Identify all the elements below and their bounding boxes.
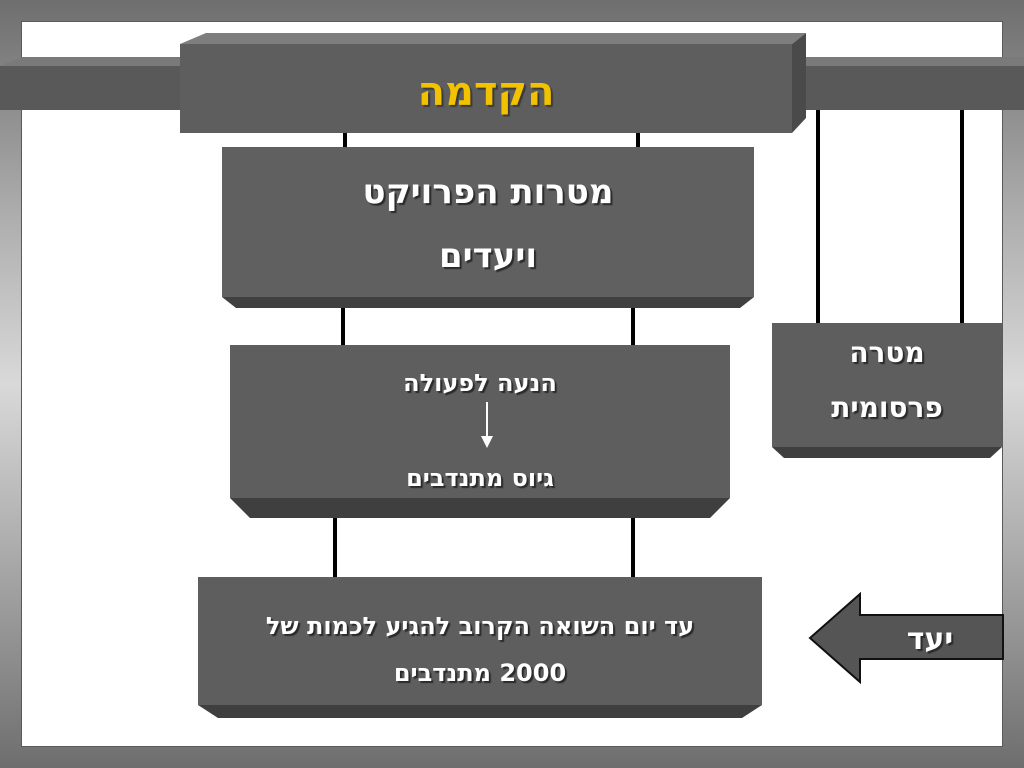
pr-goal-line-2: פרסומית bbox=[831, 391, 943, 424]
target-line-2: 2000 מתנדבים bbox=[393, 659, 567, 687]
goals-box bbox=[222, 147, 754, 308]
yaad-arrow-label: יעד bbox=[906, 622, 954, 657]
recruit-volunteers-label: גיוס מתנדבים bbox=[406, 464, 554, 492]
goals-line-2: ויעדים bbox=[439, 236, 537, 276]
target-box bbox=[198, 577, 762, 718]
page-title: הקדמה bbox=[417, 69, 555, 115]
yaad-arrow-icon bbox=[808, 591, 1004, 685]
title-box bbox=[180, 33, 806, 133]
pr-goal-box bbox=[772, 323, 1002, 458]
target-line-1: עד יום השואה הקרוב להגיע לכמות של bbox=[265, 612, 695, 640]
motion-box bbox=[230, 345, 730, 518]
goals-line-1: מטרות הפרויקט bbox=[362, 172, 614, 212]
call-to-action-label: הנעה לפעולה bbox=[403, 369, 557, 397]
connector-lines bbox=[333, 110, 964, 578]
pr-goal-line-1: מטרה bbox=[849, 336, 925, 369]
down-arrow-icon bbox=[481, 402, 493, 448]
